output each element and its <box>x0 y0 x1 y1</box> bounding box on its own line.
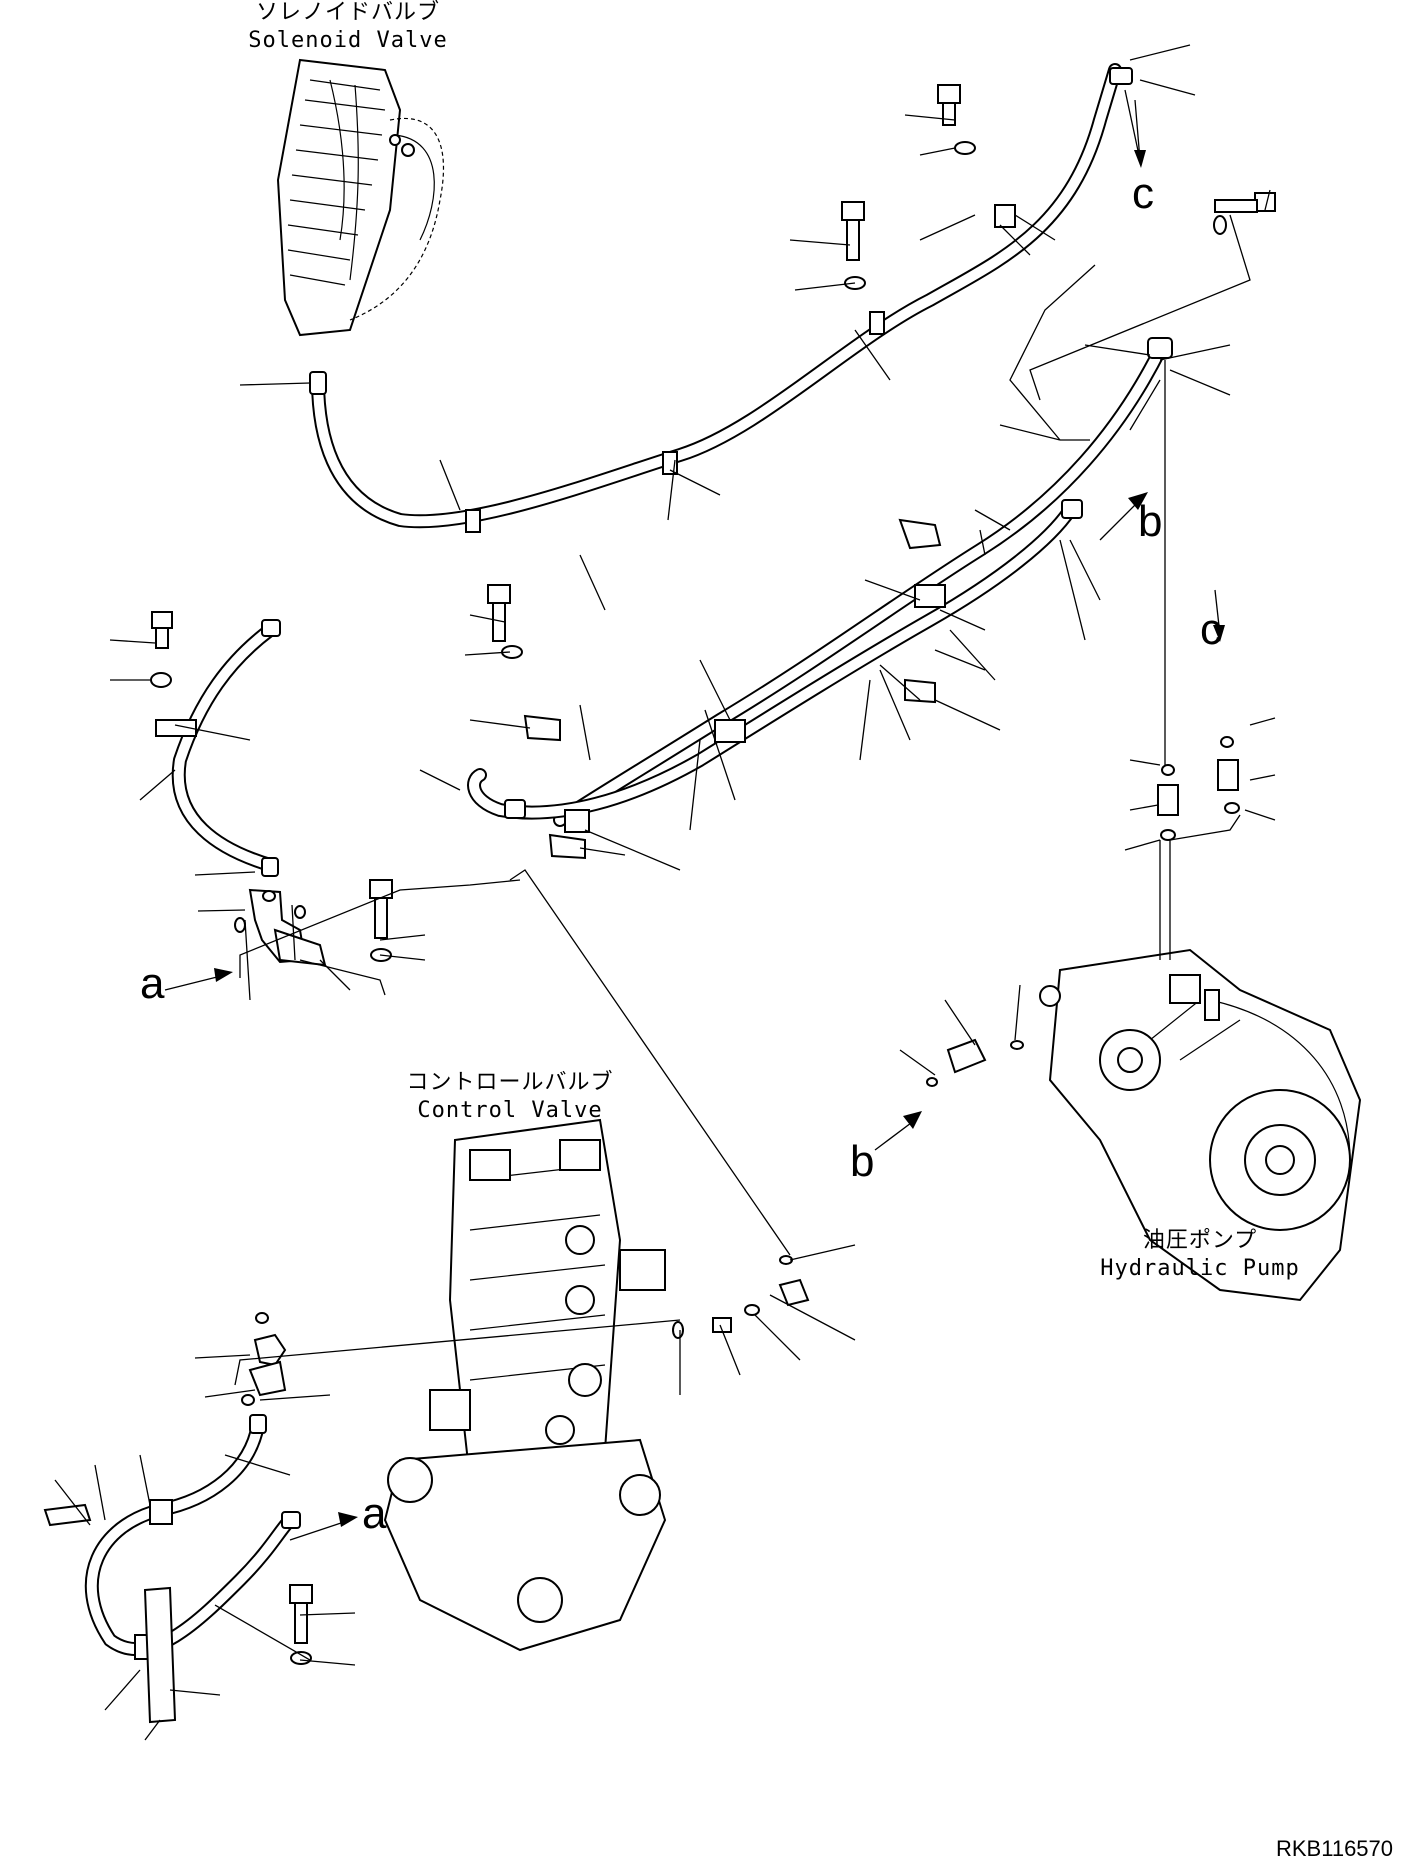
hose-left-middle <box>155 619 327 967</box>
connection-arrows <box>164 99 1225 1541</box>
connection-letter-c-top: c <box>1132 169 1154 218</box>
connection-letter-a-left: a <box>140 959 165 1008</box>
hose-lower-left <box>43 1333 301 1724</box>
connection-letter-a-bottom: a <box>362 1489 387 1538</box>
solenoid-valve-jp-label: ソレノイドバルブ <box>255 0 440 25</box>
connection-letter-b-top: b <box>1138 497 1163 546</box>
control-valve <box>383 1118 667 1652</box>
solenoid-valve <box>276 58 445 337</box>
control-valve-jp-label: コントロールバルブ <box>406 1070 614 1095</box>
solenoid-valve-en-label: Solenoid Valve <box>248 28 448 53</box>
connection-letter-c-right: c <box>1200 605 1222 654</box>
pilot-hose-upper <box>309 63 1133 533</box>
pilot-hose-middle <box>467 337 1173 860</box>
drawing-code: RKB116570 <box>1276 1836 1394 1861</box>
fittings <box>150 84 1276 1665</box>
hydraulic-pump-jp-label: 油圧ポンプ <box>1142 1228 1258 1253</box>
control-valve-en-label: Control Valve <box>417 1098 603 1123</box>
connection-letter-b-bottom: b <box>850 1137 875 1186</box>
hydraulic-pump-en-label: Hydraulic Pump <box>1100 1256 1300 1281</box>
leader-lines <box>54 44 1276 1741</box>
hydraulic-pump <box>1039 948 1362 1302</box>
